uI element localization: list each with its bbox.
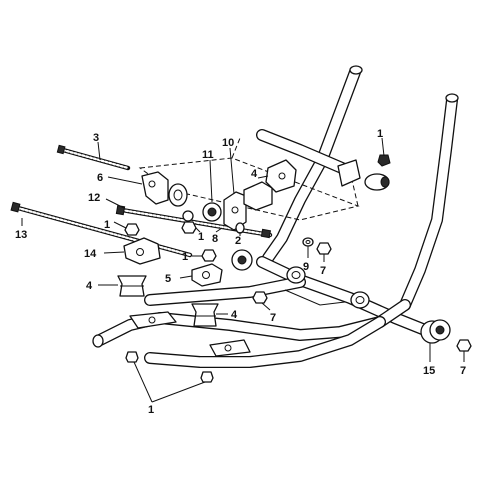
nut-7-right — [456, 339, 472, 352]
callout-1-mid: 1 — [198, 231, 204, 243]
callout-labels: 1 3 11 10 6 4 12 13 1 8 2 1 9 7 14 1 5 4… — [15, 128, 466, 416]
bushing-15 — [420, 319, 451, 344]
leader-lines — [21, 137, 465, 403]
tube-end-cap — [445, 93, 459, 103]
nut-1-top — [377, 154, 391, 167]
callout-9: 9 — [303, 261, 309, 273]
callout-4-left: 4 — [86, 280, 93, 292]
callout-1-left: 1 — [104, 219, 110, 231]
nut-8 — [260, 228, 272, 239]
washer-2 — [235, 222, 245, 234]
bushing-11 — [182, 202, 222, 222]
frame-assembly — [92, 65, 459, 368]
nut-1-left — [124, 223, 140, 236]
callout-14: 14 — [84, 248, 97, 260]
frame-gusset — [284, 289, 346, 306]
clamp-5 — [191, 263, 223, 287]
long-bolt-13 — [10, 201, 193, 258]
callout-10: 10 — [222, 137, 234, 149]
callout-12: 12 — [88, 192, 100, 204]
callout-1-top: 1 — [377, 128, 383, 140]
frame-sleeve — [350, 291, 370, 309]
lower-bracket-left — [129, 311, 177, 329]
callout-2: 2 — [235, 235, 241, 247]
callout-1-lower: 1 — [182, 251, 188, 263]
nut-1-lower — [201, 249, 217, 262]
lower-bracket-right — [209, 339, 251, 357]
callout-8: 8 — [212, 233, 218, 245]
callout-4-mid: 4 — [231, 309, 238, 321]
nut-1-bottom-right — [200, 371, 214, 383]
callout-7-right: 7 — [460, 365, 466, 377]
upper-mount-assembly — [337, 154, 391, 191]
callout-15: 15 — [423, 365, 435, 377]
tube-end-cap — [92, 334, 104, 348]
plate-10 — [223, 191, 247, 231]
nut-7-top — [316, 242, 332, 255]
nut-1-mid — [181, 221, 197, 234]
callout-7-top: 7 — [320, 265, 326, 277]
washer-9 — [302, 237, 314, 247]
callout-3: 3 — [93, 132, 99, 144]
washer — [182, 210, 194, 222]
callout-6: 6 — [97, 172, 103, 184]
callout-5: 5 — [165, 273, 171, 285]
long-bolt-3 — [56, 144, 131, 171]
callout-7-mid: 7 — [270, 312, 276, 324]
callout-13: 13 — [15, 229, 27, 241]
tube-end-cap — [349, 65, 363, 75]
rubber-mount-4-mid — [191, 303, 219, 327]
callout-1-bottom: 1 — [148, 404, 154, 416]
callout-4-top: 4 — [251, 168, 258, 180]
nut-7-mid — [252, 291, 268, 304]
frame-sleeve — [286, 266, 306, 284]
frame-bushing — [231, 249, 253, 271]
nut-1-bottom-left — [125, 351, 139, 363]
bracket-4-top — [243, 159, 297, 211]
bracket-6 — [141, 171, 188, 207]
callout-11: 11 — [202, 149, 214, 161]
rubber-mount-4-left — [117, 275, 147, 297]
clamp-14 — [123, 237, 161, 265]
